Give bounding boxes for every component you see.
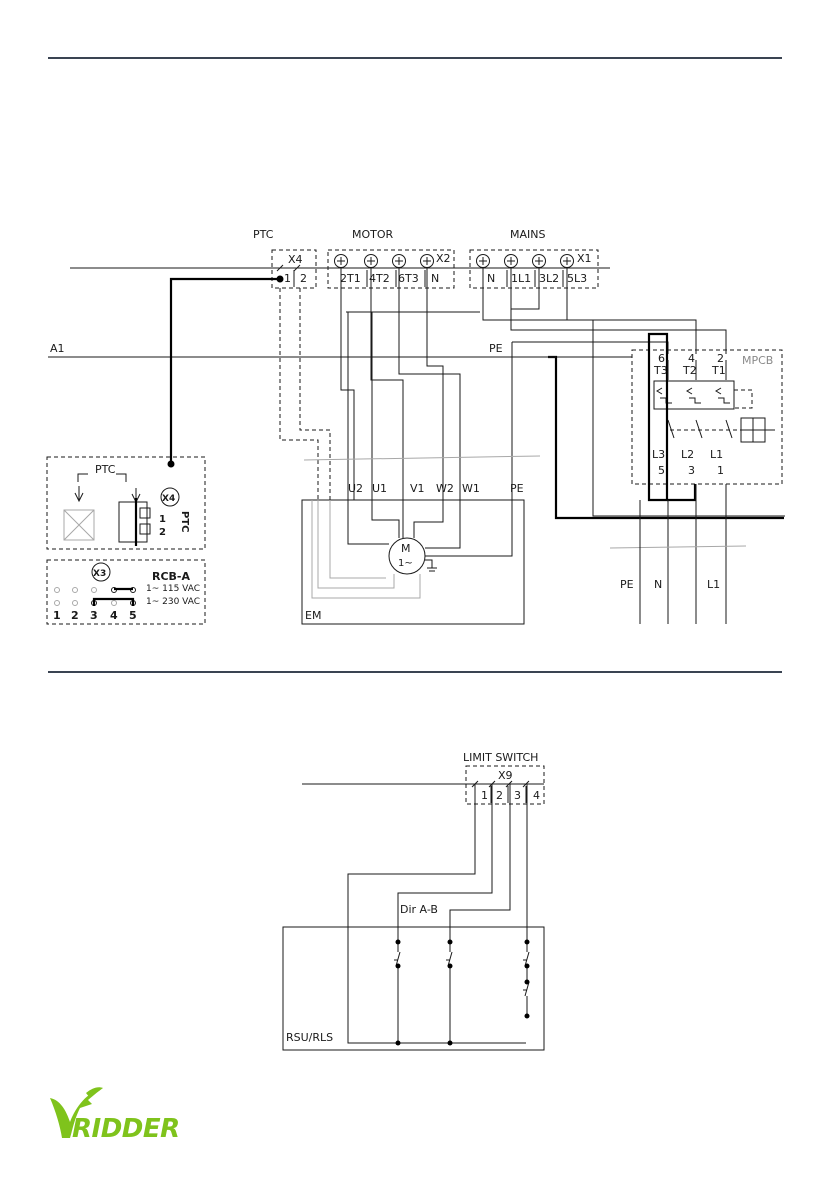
rcb-pin-4: 4	[110, 609, 118, 622]
ptc-pin-1: 1	[159, 514, 166, 525]
rcb-pin-5: 5	[129, 609, 137, 622]
limit-switch-title: LIMIT SWITCH	[463, 751, 538, 764]
motor-label: M	[401, 542, 411, 555]
x4-terminal-1: 1	[284, 272, 291, 285]
x2-terminal-2t1: 2T1	[340, 272, 361, 285]
motor-sub-label: 1~	[398, 558, 413, 569]
mpcb-t1: T1	[711, 364, 726, 377]
x9-label: X9	[498, 769, 513, 782]
x9-terminal-4: 4	[533, 789, 540, 802]
x2-terminal-n: N	[431, 272, 439, 285]
line-l1-label: L1	[707, 578, 720, 591]
ridder-logo: RIDDER	[50, 1087, 180, 1144]
rcb-230vac: 1~ 230 VAC	[146, 597, 200, 607]
a1-label: A1	[50, 342, 65, 355]
motor-terminal-v1: V1	[410, 482, 425, 495]
ptc-pin-label: PTC	[179, 511, 190, 533]
motor-wiring-diagram: PTC MOTOR MAINS X4 1 2 X2 2T1 4T2 6	[47, 228, 785, 624]
mpcb-l3: L3	[652, 448, 665, 461]
ptc-group-label: PTC	[253, 228, 274, 241]
mpcb-bottom-1: 1	[717, 464, 724, 477]
mpcb-l1: L1	[710, 448, 723, 461]
motor-terminal-w2: W2	[436, 482, 454, 495]
mpcb-t3: T3	[653, 364, 668, 377]
ptc-x4-label: X4	[162, 494, 175, 504]
ptc-pin-2: 2	[159, 527, 166, 538]
x1-terminal-3l2: 3L2	[539, 272, 559, 285]
x4-label: X4	[288, 253, 303, 266]
mpcb-breaker: MPCB 6 4 2 T3 T2 T1 L3 L2 L1 5 3 1	[632, 350, 782, 484]
logo-text: RIDDER	[72, 1114, 180, 1144]
mpcb-t2: T2	[682, 364, 697, 377]
motor-terminal-u1: U1	[372, 482, 387, 495]
pe-top-label: PE	[489, 342, 503, 355]
mpcb-l2: L2	[681, 448, 694, 461]
x4-terminal-2: 2	[300, 272, 307, 285]
x1-label: X1	[577, 252, 592, 265]
x9-terminal-3: 3	[514, 789, 521, 802]
x2-label: X2	[436, 252, 451, 265]
x1-terminal-block: X1 N 1L1 3L2 5L3	[470, 250, 598, 288]
rcb-panel: X3 RCB-A 1~ 115 VAC 1~ 230 VAC 1 2 3 4 5	[47, 560, 205, 624]
rcb-x3-label: X3	[93, 569, 106, 579]
mpcb-bottom-5: 5	[658, 464, 665, 477]
dir-ab-label: Dir A-B	[400, 903, 438, 916]
x9-terminal-2: 2	[496, 789, 503, 802]
rsu-rls-label: RSU/RLS	[286, 1031, 333, 1044]
motor-box-em: U2 U1 V1 W2 W1 PE M 1~ EM	[302, 456, 540, 624]
x1-terminal-1l1: 1L1	[511, 272, 531, 285]
rcb-pin-3: 3	[90, 609, 98, 622]
limit-switch-diagram: LIMIT SWITCH X9 1 2 3 4 Dir A-B RSU/RLS	[283, 751, 544, 1050]
ptc-panel: PTC X4 1 2 PTC	[47, 457, 205, 549]
x2-terminal-6t3: 6T3	[398, 272, 419, 285]
mpcb-label: MPCB	[742, 354, 773, 367]
line-n-label: N	[654, 578, 662, 591]
mains-group-label: MAINS	[510, 228, 545, 241]
x1-terminal-n: N	[487, 272, 495, 285]
mpcb-bottom-3: 3	[688, 464, 695, 477]
x1-terminal-5l3: 5L3	[567, 272, 587, 285]
rcb-pin-2: 2	[71, 609, 79, 622]
motor-terminal-u2: U2	[348, 482, 363, 495]
x9-terminal-block: X9 1 2 3 4	[466, 766, 544, 804]
x2-terminal-4t2: 4T2	[369, 272, 390, 285]
x2-terminal-block: X2 2T1 4T2 6T3 N	[328, 250, 454, 288]
ptc-panel-label: PTC	[95, 463, 116, 476]
motor-box-name: EM	[305, 609, 321, 622]
rcb-115vac: 1~ 115 VAC	[146, 584, 200, 594]
x4-terminal-block: X4 1 2	[272, 250, 316, 288]
line-pe-label: PE	[620, 578, 634, 591]
rcb-title: RCB-A	[152, 570, 190, 583]
motor-group-label: MOTOR	[352, 228, 394, 241]
rcb-pin-1: 1	[53, 609, 61, 622]
ptc-bold-wire	[171, 279, 280, 464]
motor-terminal-pe: PE	[510, 482, 524, 495]
motor-terminal-w1: W1	[462, 482, 480, 495]
x9-terminal-1: 1	[481, 789, 488, 802]
